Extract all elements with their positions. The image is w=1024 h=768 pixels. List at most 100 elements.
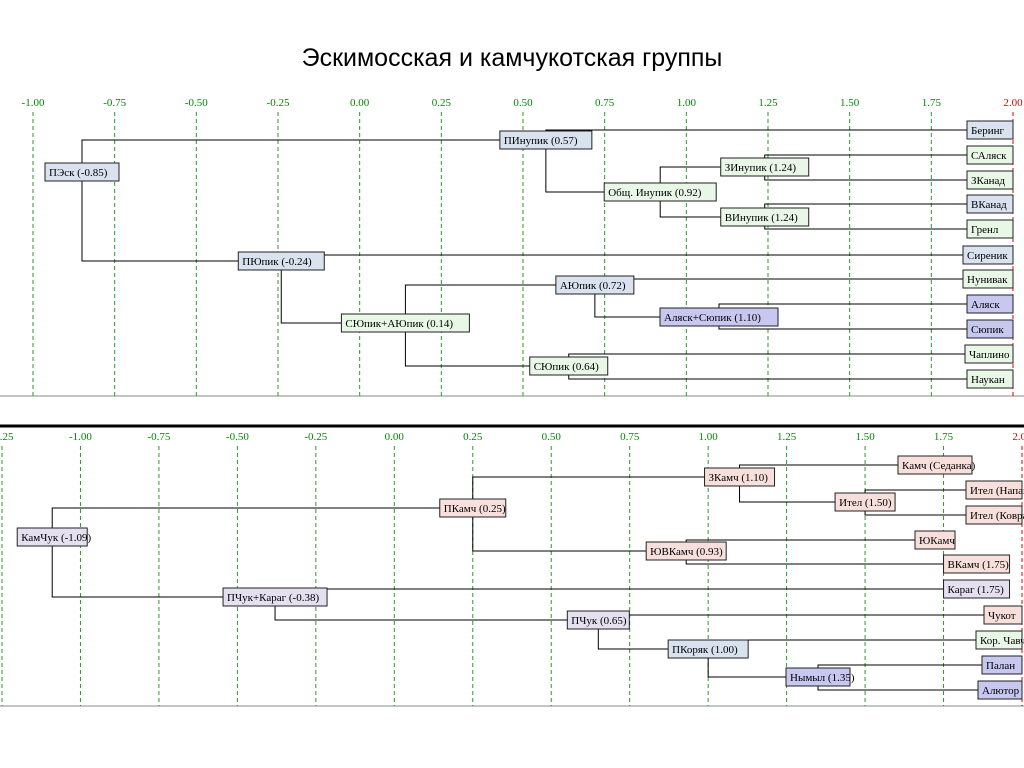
leaf-box	[966, 319, 1014, 339]
leaf-box	[966, 369, 1014, 389]
leaf-box	[981, 655, 1023, 675]
node-box	[645, 541, 727, 561]
node-label: ВИнупик (1.24)	[725, 212, 798, 224]
leaf-box	[966, 120, 1014, 140]
leaf-chukot: Чукот	[983, 605, 1023, 625]
node-ayup: АЮпик (0.72)	[555, 275, 635, 295]
leaf-box	[977, 680, 1023, 700]
tree-edge	[739, 464, 898, 468]
node-pchuk: ПЧук (0.65)	[566, 610, 630, 630]
leaf-itel_kov: Ител (Ковран)	[965, 505, 1024, 525]
leaf-label: Палан	[986, 660, 1015, 672]
leaf-box	[966, 219, 1014, 239]
node-pyup: ПЮпик (-0.24)	[237, 251, 325, 271]
leaf-vkanad: ВКанад	[966, 194, 1014, 214]
tick-label: 0.00	[350, 97, 370, 109]
leaf-grenl: Гренл	[966, 219, 1014, 239]
tick-label: 1.25	[758, 97, 778, 109]
tick-label: -0.25	[304, 431, 327, 443]
tick-label: 1.25	[777, 431, 797, 443]
node-label: АЮпик (0.72)	[560, 280, 626, 292]
node-syua: СЮпик+АЮпик (0.14)	[340, 313, 470, 333]
leaf-label: Аляск	[971, 299, 1000, 311]
leaf-alyutor: Алютор	[977, 680, 1023, 700]
node-label: Аляск+Сюпик (1.10)	[664, 312, 761, 324]
node-label: ПИнупик (0.57)	[504, 135, 578, 147]
node-box	[16, 527, 88, 547]
node-label: СЮпик+АЮпик (0.14)	[345, 318, 453, 330]
node-nymyl: Нымыл (1.35)	[785, 667, 855, 687]
node-syup: СЮпик (0.64)	[529, 356, 609, 376]
tree-edge	[274, 606, 568, 621]
node-pkamch: ПКамч (0.25)	[439, 498, 507, 518]
node-label: Нымыл (1.35)	[790, 672, 855, 684]
tree-edge	[545, 149, 605, 193]
node-vkamch: ВКамч (1.75)	[943, 554, 1011, 574]
tick-label: -1.00	[22, 97, 45, 109]
tree-edge	[568, 353, 965, 357]
leaf-box	[897, 455, 973, 475]
tree-edge	[472, 476, 705, 499]
node-label: Общ. Инупик (0.92)	[608, 187, 702, 199]
node-box	[720, 157, 810, 177]
node-alsy: Аляск+Сюпик (1.10)	[659, 307, 779, 327]
tree-edge	[685, 539, 915, 542]
node-kamchuk: КамЧук (-1.09)	[16, 527, 92, 547]
node-label: ВКамч (1.75)	[948, 559, 1010, 571]
tick-label: -0.75	[147, 431, 170, 443]
tree-edge	[597, 629, 669, 650]
leaf-box	[966, 145, 1014, 165]
tree-edge	[817, 664, 982, 668]
tree-edge	[659, 166, 721, 183]
node-box	[529, 356, 609, 376]
tree-edge	[659, 201, 721, 218]
tree-edge	[764, 154, 967, 158]
tick-label: 2.00	[1012, 431, 1024, 443]
node-label: ПКамч (0.25)	[444, 503, 506, 515]
tick-label: 0.50	[542, 431, 562, 443]
node-label: Караг (1.75)	[948, 584, 1005, 596]
tick-label: 2.00	[1003, 97, 1023, 109]
node-pkoryak: ПКоряк (1.00)	[667, 639, 749, 659]
tick-label: -0.50	[226, 431, 249, 443]
tree-edge	[764, 176, 967, 181]
tick-label: 0.25	[432, 97, 452, 109]
page-title: Эскимосская и камчукотская группы	[301, 44, 723, 72]
leaf-zkanad: ЗКанад	[966, 170, 1014, 190]
tree-edge	[280, 252, 963, 256]
tree-edge	[597, 611, 984, 616]
tick-label: 0.75	[620, 431, 640, 443]
leaf-label: ЮКамч	[919, 535, 955, 547]
node-label: ПЧук (0.65)	[571, 615, 627, 627]
node-pchk: ПЧук+Караг (-0.38)	[222, 587, 328, 607]
tree-edge	[864, 511, 966, 516]
node-box	[659, 307, 779, 327]
leaf-box	[962, 269, 1014, 289]
node-obsh: Общ. Инупик (0.92)	[603, 182, 717, 202]
leaf-nunivak: Нунивак	[962, 269, 1014, 289]
tree-edge	[685, 560, 944, 565]
node-label: ПЭск (-0.85)	[49, 167, 108, 179]
leaf-label: Чукот	[988, 610, 1016, 622]
leaf-alyask: Аляск	[966, 294, 1014, 314]
leaf-box	[965, 480, 1023, 500]
tick-label: 0.50	[513, 97, 533, 109]
panel-chukotko-kamchatkan: -1.25-1.00-0.75-0.50-0.250.000.250.500.7…	[0, 431, 1024, 707]
node-label: Ител (1.50)	[839, 497, 892, 509]
node-peskx: ПЭск (-0.85)	[44, 162, 120, 182]
node-zkamch: ЗКамч (1.10)	[704, 467, 776, 487]
leaf-chaplino: Чаплино	[964, 344, 1014, 364]
tick-label: -0.75	[103, 97, 126, 109]
node-box	[555, 275, 635, 295]
tick-label: 0.75	[595, 97, 615, 109]
node-box	[222, 587, 328, 607]
leaf-label: Беринг	[971, 125, 1004, 137]
leaf-box	[983, 605, 1023, 625]
leaf-palan: Палан	[981, 655, 1023, 675]
node-box	[834, 492, 896, 512]
leaf-box	[962, 245, 1014, 265]
leaf-naukan: Наукан	[966, 369, 1014, 389]
leaf-box	[914, 530, 956, 550]
leaf-label: САляск	[971, 150, 1007, 162]
